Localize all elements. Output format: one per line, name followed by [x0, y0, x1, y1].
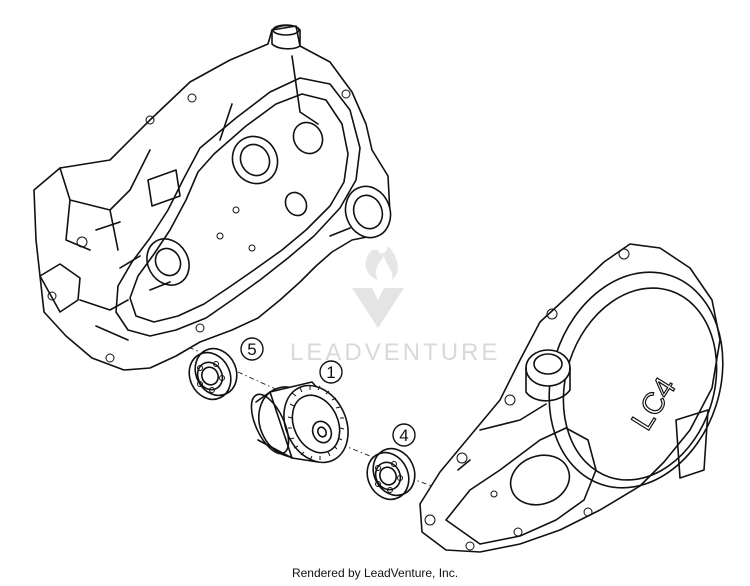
crankcase-left: [33, 24, 392, 371]
callout-4: 4: [392, 423, 416, 447]
callout-1-number: 1: [326, 363, 335, 382]
gear-assembly: [250, 381, 349, 464]
bearing-left: [188, 347, 238, 401]
callout-1: 1: [319, 360, 343, 384]
watermark-text: LEADVENTURE: [290, 339, 500, 366]
callout-5-number: 5: [247, 340, 256, 359]
bearing-right: [366, 447, 416, 501]
render-credit: Rendered by LeadVenture, Inc.: [291, 566, 459, 580]
leadventure-watermark: LEADVENTURE: [290, 246, 500, 366]
clutch-cover: LC4: [419, 243, 724, 553]
callout-4-number: 4: [399, 426, 408, 445]
callout-5: 5: [240, 337, 264, 361]
